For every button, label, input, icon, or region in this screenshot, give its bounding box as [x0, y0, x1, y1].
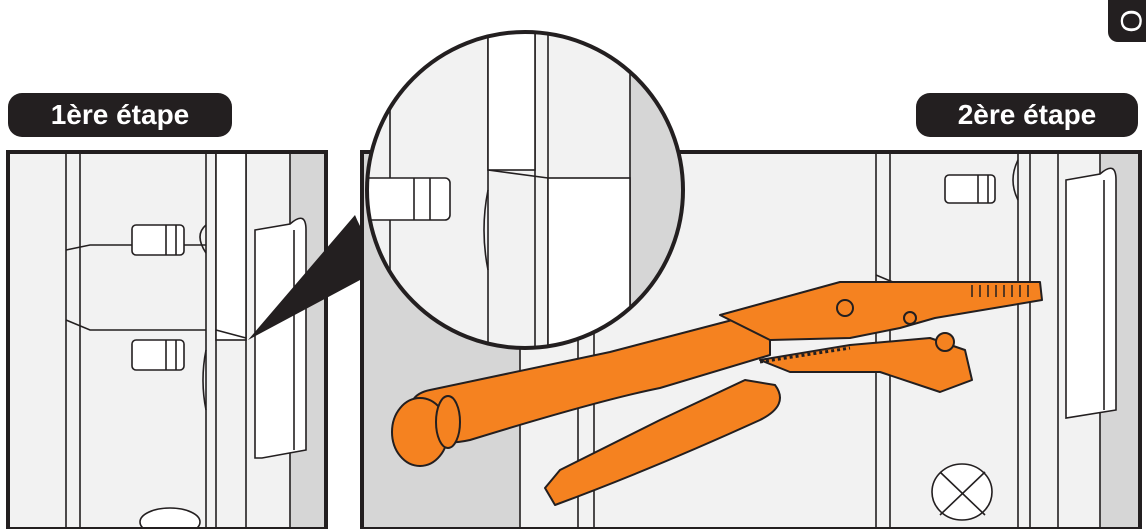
step1-label: 1ère étape	[8, 93, 232, 137]
locking-pliers	[391, 281, 1043, 506]
corner-language-tab: O	[1108, 0, 1146, 42]
step1-panel	[6, 150, 328, 529]
zoom-callout-wedge	[248, 215, 388, 340]
step2-label: 2ère étape	[916, 93, 1138, 137]
